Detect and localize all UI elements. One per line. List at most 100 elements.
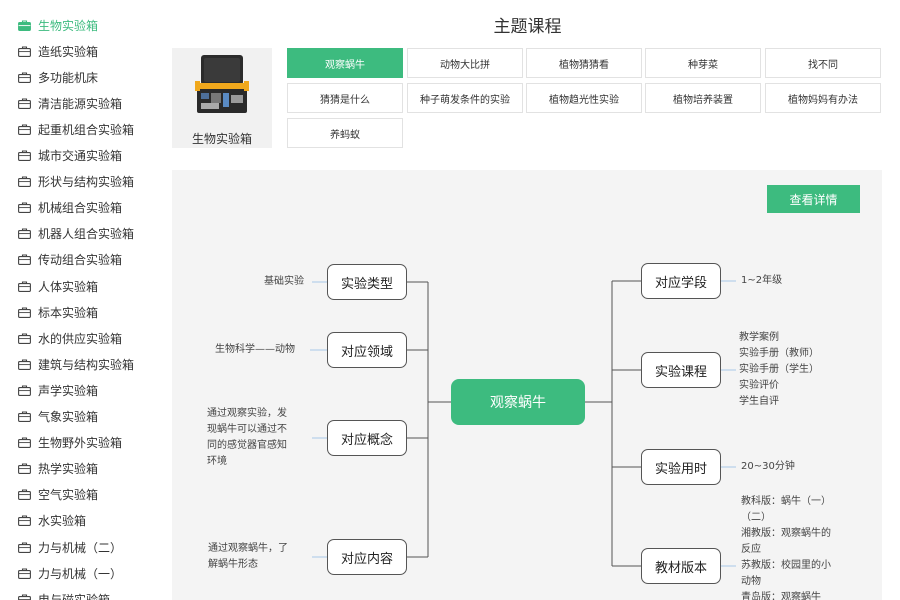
topic-button[interactable]: 养蚂蚁 [287,118,403,148]
briefcase-icon [18,124,31,135]
sidebar-item[interactable]: 气象实验箱 [18,407,98,427]
leaf-line: 通过观察蜗牛，了 [208,543,288,554]
briefcase-icon [18,541,31,553]
sidebar-item[interactable]: 标本实验箱 [18,302,98,322]
leaf-line: 学生自评 [739,396,779,407]
briefcase-icon [18,489,31,501]
topic-button[interactable]: 种芽菜 [645,48,761,78]
leaf-line: 动物 [741,576,761,587]
sidebar-item[interactable]: 清洁能源实验箱 [18,93,122,113]
briefcase-icon [18,359,31,370]
leaf-line: 基础实验 [264,276,304,287]
briefcase-icon [18,594,31,600]
mindmap-node-right: 实验课程 [641,352,721,388]
leaf-line: 湘教版：观察蜗牛的 [741,528,831,539]
briefcase-icon [18,568,31,579]
sidebar-item[interactable]: 造纸实验箱 [18,41,98,61]
mindmap-leaf-left: 通过观察蜗牛，了解蜗牛形态 [208,541,288,573]
leaf-line: 教学案例 [739,332,779,343]
sidebar-item[interactable]: 热学实验箱 [18,459,98,479]
sidebar-item[interactable]: 声学实验箱 [18,380,98,400]
mindmap-node-right: 实验用时 [641,449,721,485]
briefcase-icon [18,411,31,422]
briefcase-icon [18,202,31,214]
sidebar-item[interactable]: 建筑与结构实验箱 [18,354,134,374]
sidebar-item[interactable]: 水实验箱 [18,511,86,531]
briefcase-icon [18,19,31,31]
product-label: 生物实验箱 [191,132,252,146]
leaf-line: 现蜗牛可以通过不 [207,424,287,435]
sidebar-item[interactable]: 水的供应实验箱 [18,328,122,348]
sidebar-item-label: 声学实验箱 [38,383,99,398]
briefcase-icon [18,307,31,318]
sidebar-item[interactable]: 起重机组合实验箱 [18,119,134,139]
sidebar-item[interactable]: 城市交通实验箱 [18,146,122,166]
sidebar-item-label: 机械组合实验箱 [38,201,123,216]
product-card[interactable]: 生物实验箱 [172,48,272,148]
sidebar-item[interactable]: 空气实验箱 [18,485,98,505]
mindmap-node-right: 教材版本 [641,548,721,584]
topic-button[interactable]: 种子萌发条件的实验 [407,83,523,113]
mindmap-leaf-left: 基础实验 [264,274,304,290]
sidebar-item[interactable]: 生物实验箱 [18,15,98,35]
sidebar-item-label: 空气实验箱 [38,488,99,503]
toolbox-image [195,55,249,113]
leaf-line: 通过观察实验，发 [207,408,287,419]
sidebar-item-label: 城市交通实验箱 [38,149,123,163]
page-title: 主题课程 [493,17,562,37]
mindmap-center-node: 观察蜗牛 [451,379,585,425]
topic-button[interactable]: 植物妈妈有办法 [765,83,881,113]
mindmap-leaf-right: 20~30分钟 [741,459,795,475]
briefcase-icon [18,176,31,188]
sidebar-item-label: 力与机械（二） [38,540,123,555]
sidebar-item-label: 起重机组合实验箱 [38,122,135,137]
leaf-line: 实验评价 [739,380,779,391]
sidebar-item-label: 清洁能源实验箱 [38,96,123,111]
sidebar-item-label: 生物野外实验箱 [38,436,123,451]
topic-button[interactable]: 动物大比拼 [407,48,523,78]
mindmap-leaf-right: 教学案例实验手册（教师）实验手册（学生）实验评价学生自评 [739,330,819,410]
briefcase-icon [18,46,31,57]
sidebar-item[interactable]: 人体实验箱 [18,276,98,296]
leaf-line: 解蜗牛形态 [208,559,258,570]
mindmap-node-left: 对应内容 [327,539,407,575]
mindmap-node-left: 实验类型 [327,264,407,300]
topic-button[interactable]: 植物培养装置 [645,83,761,113]
sidebar-item-label: 传动组合实验箱 [38,253,123,268]
leaf-line: 1~2年级 [741,275,783,286]
sidebar-item-label: 生物实验箱 [38,18,99,33]
leaf-line: 生物科学——动物 [215,344,295,355]
leaf-line: 反应 [741,544,761,555]
sidebar-item-label: 人体实验箱 [38,279,99,294]
mindmap-leaf-left: 生物科学——动物 [215,342,295,358]
sidebar-item[interactable]: 机器人组合实验箱 [18,224,134,244]
topic-button[interactable]: 植物猜猜看 [526,48,642,78]
sidebar-item-label: 机器人组合实验箱 [38,227,135,242]
sidebar-item[interactable]: 形状与结构实验箱 [18,172,134,192]
sidebar-item-label: 造纸实验箱 [38,44,99,59]
mindmap-leaf-left: 通过观察实验，发现蜗牛可以通过不同的感觉器官感知环境 [207,406,287,470]
sidebar-item[interactable]: 传动组合实验箱 [18,250,122,270]
sidebar-item[interactable]: 电与磁实验箱 [18,589,110,600]
briefcase-icon [18,98,31,109]
sidebar-item-label: 气象实验箱 [38,410,99,424]
sidebar-item-label: 力与机械（一） [38,566,123,581]
leaf-line: 环境 [207,456,227,467]
sidebar-item[interactable]: 多功能机床 [18,67,98,87]
topic-button[interactable]: 找不同 [765,48,881,78]
sidebar-item[interactable]: 生物野外实验箱 [18,433,122,453]
view-details-button[interactable]: 查看详情 [767,185,860,213]
sidebar-item[interactable]: 力与机械（一） [18,563,122,583]
sidebar-item[interactable]: 力与机械（二） [18,537,122,557]
mindmap-leaf-right: 1~2年级 [741,273,782,289]
topic-button[interactable]: 植物趋光性实验 [526,83,642,113]
leaf-line: 同的感觉器官感知 [207,440,287,451]
briefcase-icon [18,72,31,83]
sidebar-item-label: 水实验箱 [38,514,87,529]
topic-button[interactable]: 观察蜗牛 [287,48,403,78]
leaf-line: 20~30分钟 [741,461,795,472]
topic-button[interactable]: 猜猜是什么 [287,83,403,113]
leaf-line: 实验手册（教师） [739,348,819,359]
sidebar-item[interactable]: 机械组合实验箱 [18,198,122,218]
leaf-line: 苏教版：校园里的小 [741,560,831,571]
